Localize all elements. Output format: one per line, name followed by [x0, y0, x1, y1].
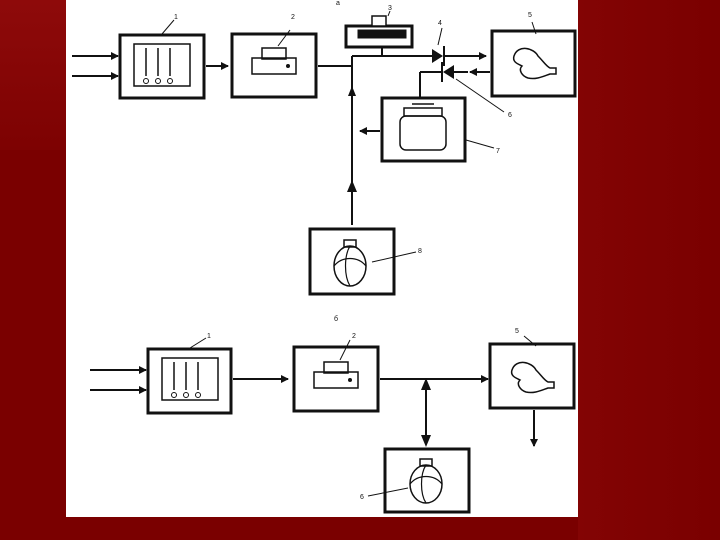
block-diagram: a 1 2	[72, 0, 577, 514]
down-arrowhead	[421, 435, 431, 447]
valve-4: 4	[422, 20, 487, 66]
block-5-mask: 5	[488, 328, 576, 410]
valve-6: 6	[419, 62, 512, 119]
block-number: 1	[174, 14, 178, 21]
block-number: 1	[207, 333, 211, 340]
down-arrowhead	[348, 86, 356, 96]
up-arrowhead	[347, 180, 357, 192]
block-number: 4	[438, 20, 442, 27]
block-3-absorber: 3	[344, 5, 414, 56]
block-number: 2	[291, 14, 295, 21]
block-number: 7	[496, 148, 500, 155]
block-2-vaporizer: 2	[292, 333, 380, 413]
diagram-sheet: a 1 2	[66, 0, 578, 517]
up-arrowhead	[421, 378, 431, 390]
upper-scheme: a 1 2	[72, 0, 577, 296]
block-8-bag: 8	[308, 227, 422, 296]
block-number: 3	[388, 5, 392, 12]
block-7-canister: 7	[380, 96, 500, 163]
block-1-dosimeter: 1	[146, 333, 233, 415]
lower-scheme-label: б	[334, 315, 338, 323]
block-5-mask: 5	[490, 12, 577, 98]
block-number: 2	[352, 333, 356, 340]
upper-scheme-label: a	[336, 0, 340, 7]
block-6-bag: 6	[360, 447, 471, 514]
block-2-vaporizer: 2	[230, 14, 318, 99]
block-number: 6	[360, 494, 364, 501]
block-number: 6	[508, 112, 512, 119]
lower-scheme: б 1 2	[90, 315, 576, 514]
block-1-dosimeter: 1	[118, 14, 206, 100]
block-number: 8	[418, 248, 422, 255]
block-number: 5	[515, 328, 519, 335]
block-number: 5	[528, 12, 532, 19]
background-right-band	[578, 0, 720, 540]
